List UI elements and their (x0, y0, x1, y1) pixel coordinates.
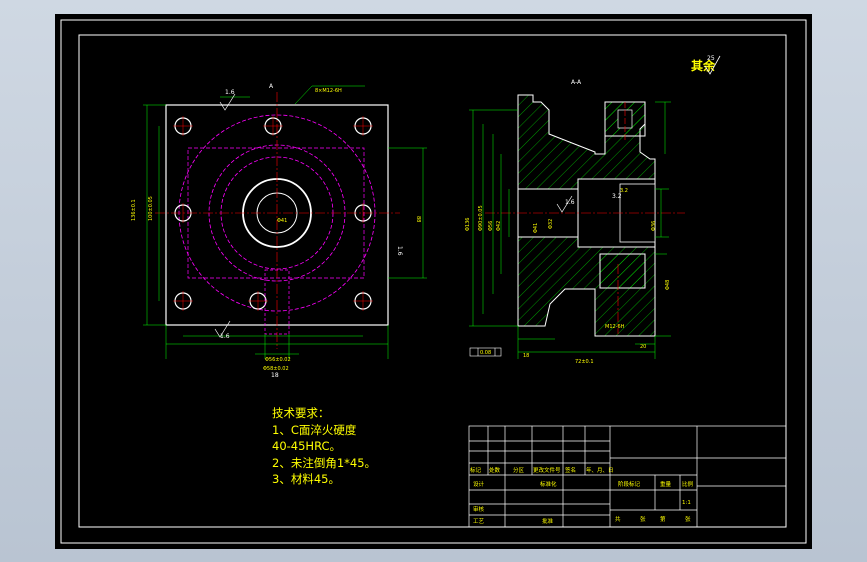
svg-text:张: 张 (640, 515, 646, 523)
svg-text:Φ90±0.05: Φ90±0.05 (478, 205, 484, 231)
section-flange-bottom (599, 253, 646, 289)
svg-text:1.6: 1.6 (565, 199, 575, 206)
svg-text:年、月、日: 年、月、日 (586, 466, 614, 474)
svg-text:标准化: 标准化 (540, 480, 557, 488)
svg-text:张: 张 (685, 515, 691, 523)
svg-text:72±0.1: 72±0.1 (575, 359, 594, 365)
drawing-canvas: 136±0.1 100±0.05 88 Φ56±0.02 Φ58±0.02 18… (60, 19, 807, 544)
svg-text:Φ32: Φ32 (548, 219, 554, 229)
technical-requirements: 技术要求： 1、C面淬火硬度 40-45HRC。 2、未注倒角1*45。 3、材… (272, 405, 376, 488)
svg-text:共: 共 (615, 515, 621, 523)
dim-hole-spacing-label: 100±0.05 (148, 196, 154, 221)
dim-bottom-label-2: Φ58±0.02 (263, 366, 289, 372)
svg-text:阶段标记: 阶段标记 (618, 480, 641, 488)
thread-note: 8×M12-6H (315, 88, 342, 94)
title-block (468, 425, 787, 528)
roughness-symbol-right: 1.6 (396, 246, 403, 256)
svg-text:1.6: 1.6 (225, 89, 235, 96)
svg-text:批准: 批准 (542, 517, 554, 525)
title-block-text: 标记 处数 分区 更改文件号 签名 年、月、日 设计 标准化 审核 工艺 批准 … (470, 466, 694, 525)
section-view-a-a: A-A (465, 79, 685, 365)
roughness-symbol-top-left: 1.6 (219, 89, 236, 111)
svg-text:分区: 分区 (513, 466, 525, 474)
svg-text:25: 25 (707, 55, 715, 62)
inner-border (78, 34, 787, 528)
svg-text:比例: 比例 (682, 480, 694, 488)
svg-text:1.6: 1.6 (220, 333, 230, 340)
svg-text:审核: 审核 (473, 505, 485, 513)
outer-border (60, 19, 807, 544)
roughness-symbol-bore: 3.2 (612, 193, 622, 200)
notes-line: 1、C面淬火硬度 (272, 422, 357, 437)
svg-text:标记: 标记 (470, 466, 482, 474)
svg-text:18: 18 (523, 353, 529, 359)
section-cut-marker-top: A (269, 83, 274, 90)
svg-text:20: 20 (640, 344, 646, 350)
notes-line: 3、材料45。 (272, 472, 340, 486)
svg-text:Φ136: Φ136 (465, 218, 471, 231)
svg-text:Φ36: Φ36 (651, 221, 657, 231)
bore-label: Φ41 (277, 218, 287, 224)
hidden-slot (264, 269, 290, 335)
roughness-symbol-section: 1.6 (556, 195, 575, 213)
section-label: A-A (571, 79, 582, 86)
geometric-tolerance-frame: 0.08 (469, 347, 502, 357)
svg-text:Φ41: Φ41 (533, 223, 539, 233)
dim-height-label: 136±0.1 (131, 199, 137, 221)
svg-text:第: 第 (660, 515, 666, 523)
svg-text:工艺: 工艺 (473, 518, 485, 525)
svg-text:Φ48: Φ48 (665, 280, 671, 290)
notes-line: 2、未注倒角1*45。 (272, 455, 377, 470)
svg-text:处数: 处数 (489, 466, 501, 474)
dim-bottom-marker: 18 (271, 372, 279, 379)
dim-bottom-label-1: Φ56±0.02 (265, 357, 291, 363)
svg-text:签名: 签名 (565, 466, 576, 474)
svg-text:1.6: 1.6 (396, 246, 403, 256)
svg-text:Φ42: Φ42 (496, 221, 502, 231)
svg-text:3.2: 3.2 (612, 193, 622, 200)
svg-text:Φ56: Φ56 (488, 221, 494, 231)
svg-text:0.08: 0.08 (480, 350, 491, 356)
svg-text:重量: 重量 (660, 480, 672, 488)
notes-line: 40-45HRC。 (272, 439, 342, 453)
dim-side-label: 88 (415, 216, 421, 222)
svg-text:更改文件号: 更改文件号 (533, 466, 561, 474)
svg-text:其余: 其余 (691, 58, 716, 73)
notes-title: 技术要求： (272, 406, 330, 420)
other-roughness-note: 其余 25 (691, 55, 721, 75)
plan-view: 136±0.1 100±0.05 88 Φ56±0.02 Φ58±0.02 18… (131, 83, 427, 379)
svg-text:设计: 设计 (473, 480, 485, 488)
svg-text:3.2: 3.2 (620, 188, 628, 194)
svg-text:1:1: 1:1 (682, 500, 691, 506)
roughness-symbol-bottom: 1.6 (214, 320, 231, 340)
svg-text:M12-6H: M12-6H (605, 324, 625, 330)
drawing-sheet: 136±0.1 100±0.05 88 Φ56±0.02 Φ58±0.02 18… (55, 14, 812, 549)
